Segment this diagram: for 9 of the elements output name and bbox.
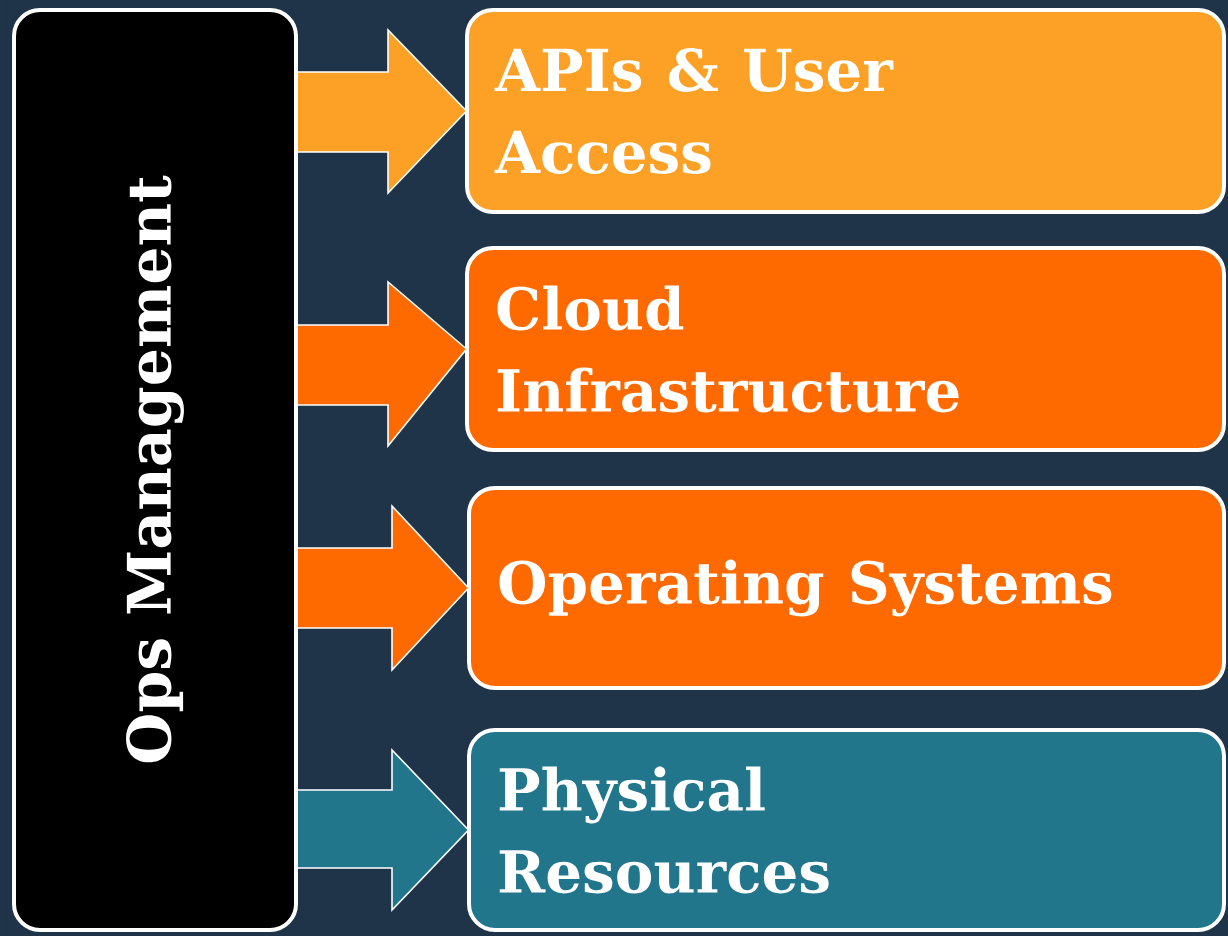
block-arrow [297,280,468,449]
layer-box: Operating Systems [467,486,1226,690]
layer-box: Cloud Infrastructure [465,246,1226,452]
block-arrow [297,28,468,195]
block-arrow [297,503,470,673]
layer-box: APIs & User Access [465,8,1226,214]
vertical-label-box: Ops Management [12,8,298,932]
block-arrow [297,748,470,912]
layer-box: Physical Resources [467,728,1226,932]
